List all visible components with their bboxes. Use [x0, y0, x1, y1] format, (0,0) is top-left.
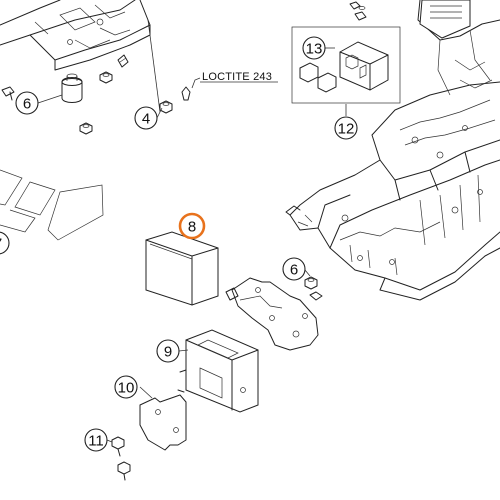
- relay-part: [339, 41, 389, 91]
- small-screws: [349, 1, 367, 21]
- bolt-part: [1, 86, 15, 101]
- callout-8-highlighted: 8: [178, 212, 206, 240]
- callout-6-lower: 6: [282, 257, 306, 281]
- callout-10: 10: [114, 375, 138, 399]
- svg-text:12: 12: [338, 121, 355, 138]
- screw-part: [117, 54, 129, 68]
- mounting-bracket-part: [225, 277, 319, 351]
- svg-text:6: 6: [290, 262, 298, 279]
- callout-6-upper: 6: [15, 91, 39, 115]
- callout-12: 12: [334, 116, 358, 140]
- loctite-screw-part: [159, 86, 191, 114]
- nut-part: [304, 276, 323, 301]
- upper-frame-part: [0, 0, 151, 71]
- callout-4: 4: [134, 106, 158, 130]
- main-frame-part: [285, 0, 500, 301]
- loctite-note: LOCTITE 243: [202, 71, 272, 83]
- callout-11: 11: [84, 428, 108, 452]
- callout-13: 13: [302, 36, 326, 60]
- svg-text:4: 4: [142, 111, 150, 128]
- nut-part: [79, 122, 93, 135]
- svg-text:10: 10: [118, 380, 135, 397]
- plate-part: [139, 394, 187, 451]
- rubber-mount-part: [61, 73, 83, 103]
- sticker-sheets: [0, 169, 104, 241]
- control-unit-part: [145, 231, 219, 306]
- svg-text:9: 9: [164, 344, 172, 361]
- screw-part: [111, 436, 125, 457]
- callout-7-partial: 7: [0, 231, 10, 255]
- fuse-parts: [299, 62, 337, 93]
- callout-9: 9: [156, 339, 180, 363]
- holder-part: [177, 329, 259, 413]
- svg-text:11: 11: [88, 433, 104, 450]
- svg-text:7: 7: [0, 236, 2, 253]
- screw-part: [117, 461, 131, 481]
- svg-text:13: 13: [306, 41, 323, 58]
- svg-text:8: 8: [188, 219, 196, 236]
- detail-box-12: [291, 26, 401, 104]
- svg-text:6: 6: [23, 96, 31, 113]
- nut-part: [99, 71, 113, 84]
